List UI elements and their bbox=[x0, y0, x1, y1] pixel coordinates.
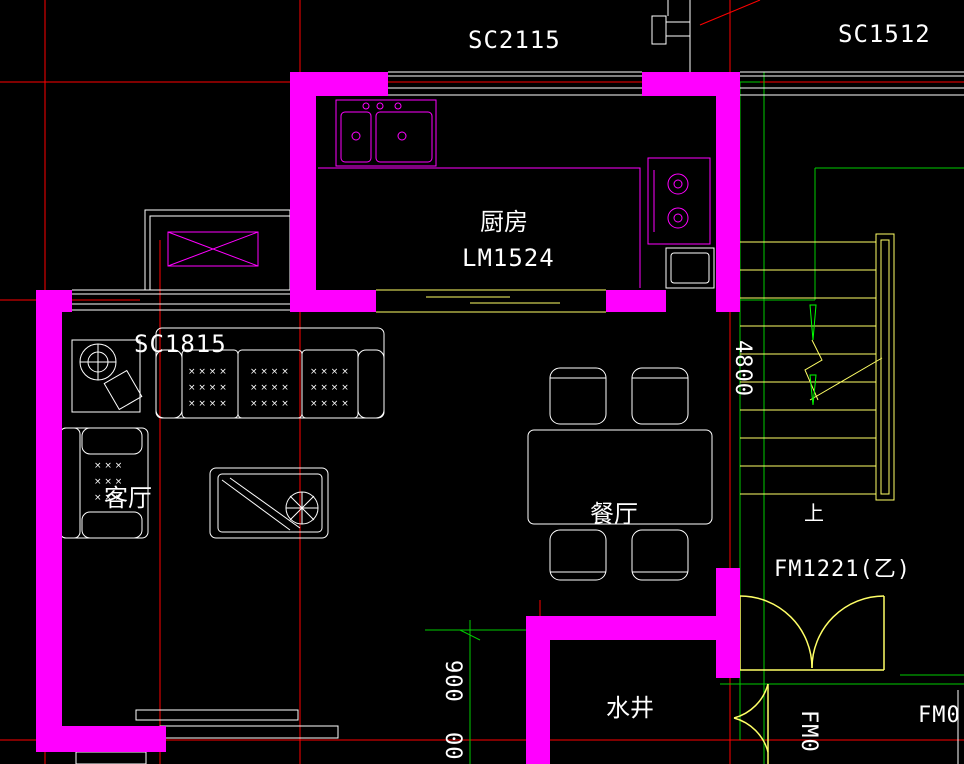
svg-text:× × ×: × × × bbox=[94, 477, 122, 487]
door-label-fire-partial-right: FM0 bbox=[918, 703, 961, 728]
sofa bbox=[155, 327, 385, 419]
sofa-cushion-dots: × × × × × × × × × × × × × × × × × × × × … bbox=[188, 367, 349, 409]
top-window bbox=[388, 71, 964, 96]
walls bbox=[36, 72, 740, 764]
dimension-shaft-lower: 00 bbox=[440, 732, 465, 761]
dimension-lines bbox=[425, 72, 964, 764]
svg-text:× × × ×: × × × × bbox=[188, 383, 227, 393]
kitchen-sink bbox=[335, 99, 437, 167]
svg-text:× × × ×: × × × × bbox=[250, 399, 289, 409]
svg-text:× × × ×: × × × × bbox=[310, 383, 349, 393]
svg-text:× × × ×: × × × × bbox=[250, 367, 289, 377]
stair-up-label: 上 bbox=[804, 501, 824, 525]
living-window bbox=[72, 289, 290, 311]
svg-text:× × × ×: × × × × bbox=[250, 383, 289, 393]
svg-text:× × × ×: × × × × bbox=[188, 399, 227, 409]
column-post bbox=[651, 0, 691, 72]
room-label-kitchen: 厨房 bbox=[480, 208, 528, 236]
door-label-fire: FM1221(乙) bbox=[774, 557, 911, 582]
window-label-top: SC2115 bbox=[468, 26, 561, 54]
ac-unit bbox=[167, 231, 259, 267]
window-label-top-right: SC1512 bbox=[838, 20, 931, 48]
svg-text:× × × ×: × × × × bbox=[310, 367, 349, 377]
dining-chairs bbox=[549, 367, 689, 581]
svg-text:× × × ×: × × × × bbox=[188, 367, 227, 377]
svg-text:× × ×: × × × bbox=[94, 461, 122, 471]
room-label-living: 客厅 bbox=[104, 484, 152, 512]
gas-stove bbox=[647, 157, 711, 245]
dining-table bbox=[527, 429, 713, 525]
svg-text:× × ×: × × × bbox=[94, 493, 122, 503]
room-label-shaft: 水井 bbox=[606, 694, 654, 722]
dimension-corridor: 4800 bbox=[730, 340, 755, 397]
kitchen-counter bbox=[318, 167, 641, 288]
svg-text:× × × ×: × × × × bbox=[310, 399, 349, 409]
corner-plant bbox=[71, 339, 143, 413]
dimension-shaft-upper: 900 bbox=[440, 660, 465, 703]
coffee-table bbox=[209, 467, 329, 539]
door-label-kitchen: LM1524 bbox=[462, 244, 555, 272]
fridge bbox=[665, 247, 715, 289]
armchair-dots: × × × × × × × × × bbox=[94, 461, 122, 503]
window-label-living: SC1815 bbox=[134, 330, 227, 358]
stair bbox=[740, 233, 895, 501]
ac-unit-box bbox=[144, 209, 291, 291]
room-label-dining: 餐厅 bbox=[590, 500, 638, 528]
kitchen-sliding-door bbox=[376, 289, 606, 313]
door-label-fire-partial-bottom: FM0 bbox=[796, 710, 821, 753]
